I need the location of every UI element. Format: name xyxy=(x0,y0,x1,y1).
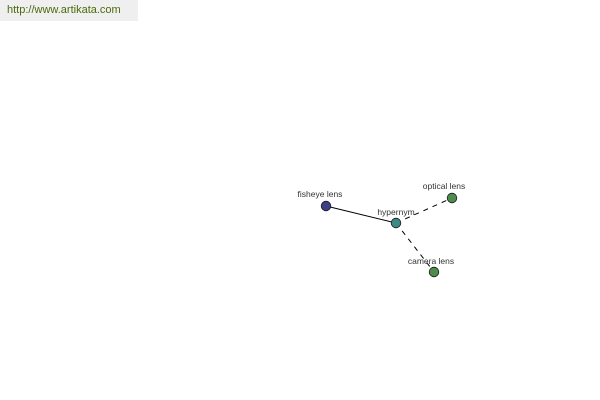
edge-hypernym-to-camera xyxy=(395,222,435,273)
label-camera-lens: camera lens xyxy=(408,256,454,266)
site-url-link[interactable]: http://www.artikata.com xyxy=(0,0,138,21)
edge-fisheye-to-hypernym xyxy=(325,205,397,224)
label-hypernym: hypernym xyxy=(377,207,414,217)
node-camera-lens[interactable] xyxy=(428,266,440,278)
node-fisheye-lens[interactable] xyxy=(320,200,332,212)
node-optical-lens[interactable] xyxy=(446,192,458,204)
label-fisheye-lens: fisheye lens xyxy=(298,189,343,199)
node-hypernym[interactable] xyxy=(390,217,402,229)
label-optical-lens: optical lens xyxy=(423,181,466,191)
edge-hypernym-to-optical xyxy=(395,197,453,224)
